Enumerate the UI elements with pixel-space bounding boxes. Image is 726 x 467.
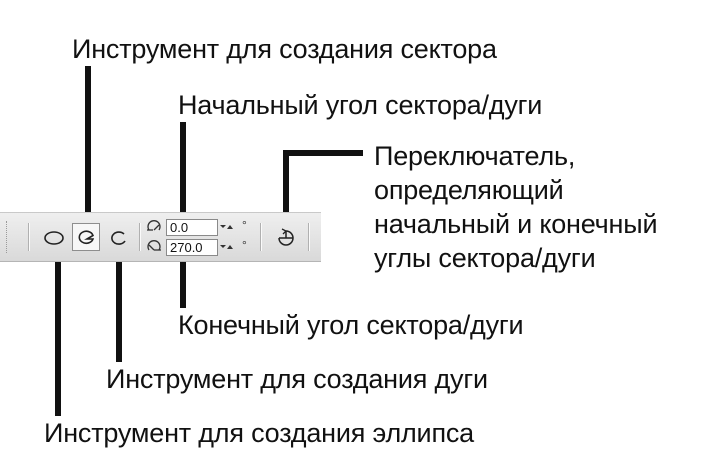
pie-tool-button[interactable] [72, 223, 100, 251]
direction-toggle-callout-line2: определяющий [374, 175, 564, 205]
direction-toggle-button[interactable] [272, 223, 300, 251]
start-angle-input[interactable]: 0.0 [166, 219, 218, 236]
ellipse-tool-callout: Инструмент для создания эллипса [44, 418, 474, 448]
direction-toggle-callout-line1: Переключатель, [374, 141, 576, 171]
ellipse-icon [44, 231, 64, 245]
start-angle-callout: Начальный угол сектора/дуги [178, 90, 543, 120]
arc-tool-callout: Инструмент для создания дуги [106, 364, 488, 394]
toolbar-separator [28, 223, 29, 251]
direction-toggle-leader-vertical [283, 150, 289, 214]
direction-toggle-icon [278, 228, 294, 246]
arc-icon [111, 231, 126, 245]
end-angle-spinner[interactable] [218, 239, 234, 256]
start-angle-icon [145, 219, 163, 236]
start-angle-spinner[interactable] [218, 219, 234, 236]
toolbar-separator [308, 223, 309, 251]
start-angle-leader [180, 122, 186, 216]
direction-toggle-callout-line4: углы сектора/дуги [374, 243, 596, 273]
ellipse-tool-button[interactable] [40, 223, 68, 251]
pie-tool-callout: Инструмент для создания сектора [72, 34, 497, 64]
direction-toggle-leader-horizontal [283, 150, 363, 156]
toolbar-separator [139, 223, 140, 251]
end-angle-degree: ° [242, 238, 247, 252]
end-angle-icon [145, 239, 163, 256]
end-angle-callout: Конечный угол сектора/дуги [178, 310, 524, 340]
pie-tool-leader [85, 66, 91, 216]
ellipse-tool-leader [55, 258, 61, 416]
property-bar: 0.0 ° 270.0 ° [0, 212, 321, 262]
direction-toggle-callout-line3: начальный и конечный [374, 209, 658, 239]
end-angle-input[interactable]: 270.0 [166, 239, 218, 256]
arc-tool-leader [116, 258, 122, 362]
pie-icon [78, 230, 95, 245]
toolbar-separator [260, 223, 261, 251]
end-angle-leader [180, 258, 186, 308]
start-angle-degree: ° [242, 218, 247, 232]
toolbar-grip[interactable] [6, 221, 9, 253]
arc-tool-button[interactable] [104, 223, 132, 251]
